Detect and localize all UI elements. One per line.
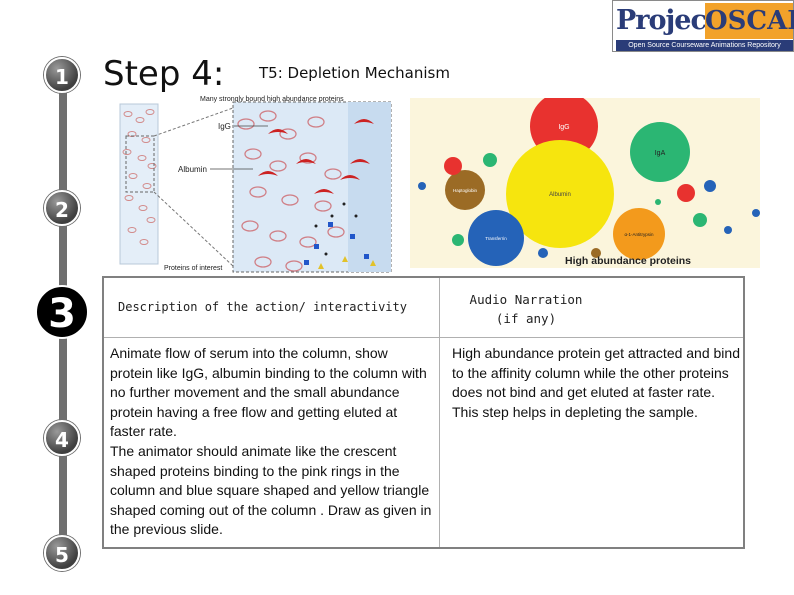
storyboard-table: Description of the action/ interactivity…: [102, 276, 745, 549]
label-igg: IgG: [218, 122, 231, 131]
protein-albumin: Albumin: [549, 192, 571, 198]
step-badge-3-active[interactable]: 3: [35, 285, 89, 339]
protein-bubbles-illustration: IgG IgA Albumin Haptoglobin Transferrin …: [418, 92, 760, 267]
audio-narration-cell: High abundance protein get attracted and…: [452, 345, 740, 420]
protein-transferrin: Transferrin: [485, 236, 507, 241]
protein-haptoglobin: Haptoglobin: [453, 188, 478, 193]
step-title: Step 4:: [103, 54, 225, 94]
protein-iga: IgA: [655, 150, 666, 157]
protein-igg: IgG: [558, 124, 569, 131]
audio-header-line2: (if any): [495, 311, 557, 326]
table-row-divider: [104, 337, 743, 338]
step-badge-4[interactable]: 4: [44, 420, 80, 456]
label-albumin: Albumin: [178, 165, 207, 174]
description-header: Description of the action/ interactivity: [118, 300, 407, 314]
high-abundance-proteins-figure: IgG IgA Albumin Haptoglobin Transferrin …: [410, 92, 760, 268]
audio-header: Audio Narration (if any): [456, 290, 596, 328]
protein-a1-antitrypsin: α-1-Antitrypsin: [624, 232, 654, 237]
audio-header-line1: Audio Narration: [469, 292, 583, 307]
step-badge-2[interactable]: 2: [44, 190, 80, 226]
logo-word-project: Project: [616, 5, 718, 36]
affinity-column-figure: Many strongly bound high abundance prote…: [118, 94, 394, 274]
figure-caption: Many strongly bound high abundance prote…: [200, 96, 344, 103]
project-oscar-logo: Project OSCAR Open Source Courseware Ani…: [612, 0, 794, 52]
logo-tagline: Open Source Courseware Animations Reposi…: [616, 40, 793, 51]
label-proteins-of-interest: Proteins of interest: [164, 265, 222, 272]
description-cell: Animate flow of serum into the column, s…: [110, 345, 432, 538]
proteins-caption: High abundance proteins: [565, 255, 691, 267]
step-subtitle: T5: Depletion Mechanism: [259, 64, 450, 82]
logo-word-oscar: OSCAR: [705, 3, 794, 39]
step-badge-1[interactable]: 1: [44, 57, 80, 93]
table-column-divider: [439, 278, 440, 547]
step-badge-5[interactable]: 5: [44, 535, 80, 571]
affinity-column-illustration: Many strongly bound high abundance prote…: [119, 96, 392, 273]
